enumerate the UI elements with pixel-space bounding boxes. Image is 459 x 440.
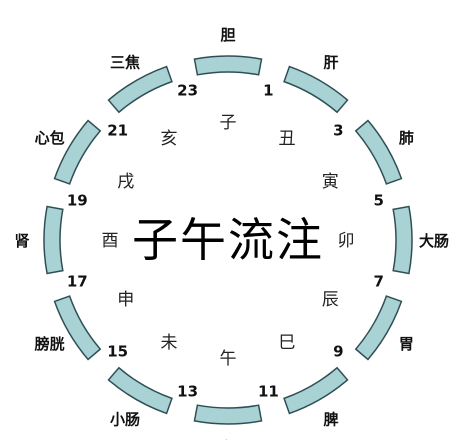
branch-label: 巳	[279, 333, 296, 353]
organ-label: 肺	[399, 129, 414, 147]
branch-label: 丑	[279, 129, 296, 149]
hour-mark: 9	[333, 342, 343, 360]
time-segments	[43, 55, 413, 425]
hour-mark: 15	[107, 342, 128, 360]
time-segment-未	[107, 366, 173, 415]
time-segment-卯	[392, 205, 413, 275]
time-segment-申	[53, 295, 102, 361]
hour-mark: 17	[67, 272, 88, 290]
branch-label: 午	[220, 349, 237, 369]
organ-label: 胆	[220, 26, 235, 44]
organ-label: 三焦	[110, 54, 140, 72]
hour-mark: 7	[373, 272, 383, 290]
time-segment-丑	[283, 65, 349, 114]
organ-label: 心	[220, 438, 235, 440]
time-segment-辰	[354, 295, 403, 361]
organ-label: 心包	[35, 129, 65, 147]
hour-mark: 13	[177, 383, 198, 401]
time-segment-戌	[53, 119, 102, 185]
time-segment-酉	[43, 205, 64, 275]
branch-label: 亥	[161, 129, 178, 149]
organ-label: 脾	[323, 410, 338, 428]
hour-mark: 23	[177, 81, 198, 99]
organ-labels: 胆肝肺大肠胃脾心 小肠 膀胱 肾 心包 三焦	[14, 26, 449, 440]
branch-label: 酉	[102, 231, 119, 251]
hour-mark: 5	[373, 192, 383, 210]
time-segment-午	[193, 404, 263, 425]
organ-label: 小肠	[110, 410, 140, 428]
time-segment-子	[193, 55, 263, 76]
organ-label: 膀胱	[35, 335, 65, 353]
branch-label: 辰	[322, 290, 339, 310]
diagram-title: 子午流注	[132, 213, 324, 267]
hour-mark: 19	[67, 192, 88, 210]
organ-label: 肾	[14, 232, 29, 250]
branch-label: 未	[161, 333, 178, 353]
branch-label: 申	[117, 290, 134, 310]
organ-label: 大肠	[419, 232, 449, 250]
branch-label: 卯	[338, 231, 355, 251]
time-segment-巳	[283, 366, 349, 415]
branch-label: 寅	[322, 172, 339, 192]
organ-label: 胃	[399, 335, 414, 353]
time-segment-寅	[354, 119, 403, 185]
branch-label: 子	[220, 113, 237, 133]
branch-label: 戌	[117, 172, 134, 192]
hour-mark: 11	[258, 383, 279, 401]
organ-label: 肝	[323, 54, 338, 72]
hour-mark: 3	[333, 122, 343, 140]
hour-mark: 21	[107, 122, 128, 140]
hour-mark: 1	[263, 81, 273, 99]
time-segment-亥	[107, 65, 173, 114]
